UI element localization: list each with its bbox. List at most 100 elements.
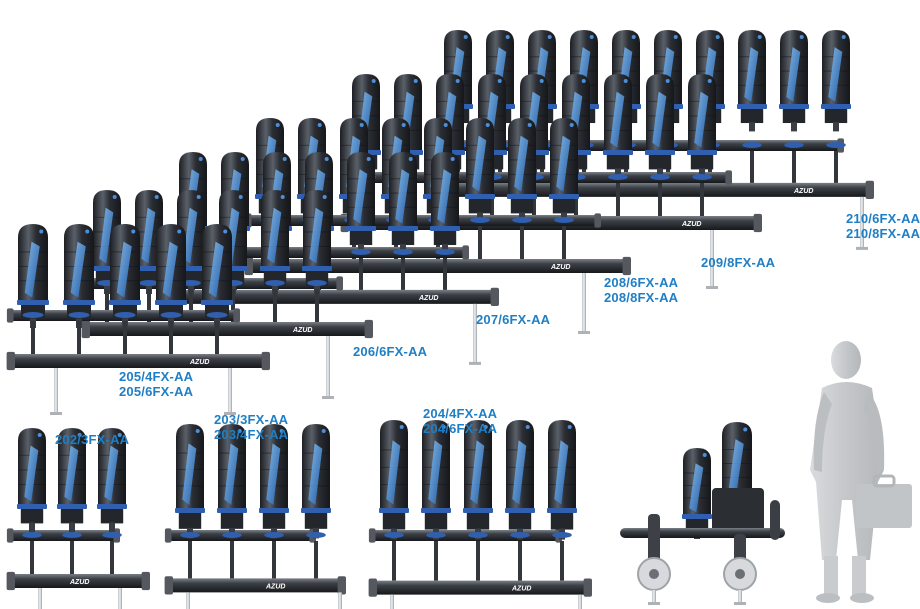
support-leg <box>652 590 656 604</box>
station-202: AZUD <box>6 428 150 609</box>
filter-valve <box>39 229 44 234</box>
disc-filter <box>97 428 127 532</box>
filter-valve <box>37 433 42 437</box>
riser <box>834 151 838 183</box>
filter-base <box>690 155 714 170</box>
pipe-flange <box>622 256 631 276</box>
filter-clamp <box>682 514 712 519</box>
pipe-flange <box>233 308 240 323</box>
riser <box>401 258 405 290</box>
pipe-joint <box>692 174 712 180</box>
filter-valve <box>567 425 572 429</box>
disc-filter <box>175 424 205 539</box>
pipe-joint <box>784 142 804 148</box>
leg-foot <box>734 602 746 605</box>
riser <box>189 289 193 322</box>
disc-filter <box>301 424 331 539</box>
brand-logo: AZUD <box>189 359 209 366</box>
filter-valve <box>117 433 122 437</box>
filter-base <box>824 109 848 124</box>
filter-connector <box>791 122 797 132</box>
filter-valve <box>112 195 117 199</box>
filter-stripe <box>141 207 156 264</box>
pipe-joint <box>384 532 404 538</box>
filter-clamp <box>505 508 535 513</box>
filter-valve <box>581 79 586 83</box>
filter-clamp <box>737 104 767 109</box>
pipe-flange <box>141 571 150 591</box>
filter-valve <box>497 79 502 83</box>
pipe-joint <box>139 280 159 286</box>
filter-clamp <box>430 226 460 231</box>
filter-base <box>550 513 574 530</box>
support-leg <box>338 592 342 609</box>
filter-clamp <box>302 266 332 271</box>
filter-valve <box>455 79 460 83</box>
filter-stripe <box>744 47 759 102</box>
manifold-pipe <box>8 354 270 368</box>
filter-base <box>60 509 84 524</box>
filter-clamp <box>388 226 418 231</box>
filter-clamp <box>645 150 675 155</box>
disc-filter <box>259 424 289 539</box>
filter-stripe <box>353 169 368 224</box>
filter-valve <box>401 123 406 127</box>
filter-valve <box>366 157 371 161</box>
filter-stripe <box>24 241 40 298</box>
filter-stripe <box>554 440 569 505</box>
pipe-joint <box>206 312 228 318</box>
filter-valve <box>282 157 287 161</box>
pipe-joint <box>265 280 285 286</box>
filter-connector <box>69 522 75 532</box>
filter-base <box>349 231 373 246</box>
label-202: 202/3FX-AA <box>55 432 130 447</box>
support-leg <box>738 590 742 604</box>
disc-filter <box>779 30 809 132</box>
filter-clamp <box>379 508 409 513</box>
brand-logo: AZUD <box>418 295 438 302</box>
filter-base <box>382 513 406 530</box>
support-leg <box>228 368 232 414</box>
brand-logo: AZUD <box>69 579 89 586</box>
valve-center <box>649 569 659 579</box>
support-leg <box>582 273 586 333</box>
brand-logo: AZUD <box>681 221 701 228</box>
riser <box>273 289 277 322</box>
filter-base <box>178 513 202 529</box>
filter-base <box>468 199 492 214</box>
filter-base <box>648 155 672 170</box>
filter-clamp <box>465 194 495 199</box>
human-silhouette <box>810 341 912 603</box>
pipe-flange <box>81 319 90 339</box>
riser <box>215 321 219 354</box>
pipe-joint <box>554 217 574 223</box>
filter-clamp <box>17 504 47 509</box>
manifold-pipe <box>246 259 631 273</box>
disc-filter <box>465 118 495 222</box>
pipe-flange <box>6 528 14 543</box>
filter-clamp <box>779 104 809 109</box>
filter-clamp <box>547 508 577 513</box>
filter-clamp <box>821 104 851 109</box>
riser <box>574 183 578 216</box>
filter-valve <box>359 123 364 127</box>
riser <box>700 183 704 216</box>
filter-clamp <box>463 508 493 513</box>
pipe-flange <box>6 351 15 371</box>
support-leg <box>473 303 477 364</box>
riser <box>562 226 566 259</box>
pipe-joint <box>222 532 242 538</box>
filter-clamp <box>549 194 579 199</box>
riser <box>490 183 494 216</box>
riser <box>123 321 127 354</box>
disc-filter <box>346 152 376 254</box>
riser <box>110 541 114 574</box>
filter-stripe <box>694 91 709 148</box>
filter-connector <box>442 244 448 254</box>
filter-valve <box>196 195 201 199</box>
pipe-flange <box>368 578 377 597</box>
pipe-flange <box>337 576 346 595</box>
manifold-pipe <box>370 580 592 595</box>
filter-valve <box>702 453 707 457</box>
brand-logo: AZUD <box>292 327 312 334</box>
